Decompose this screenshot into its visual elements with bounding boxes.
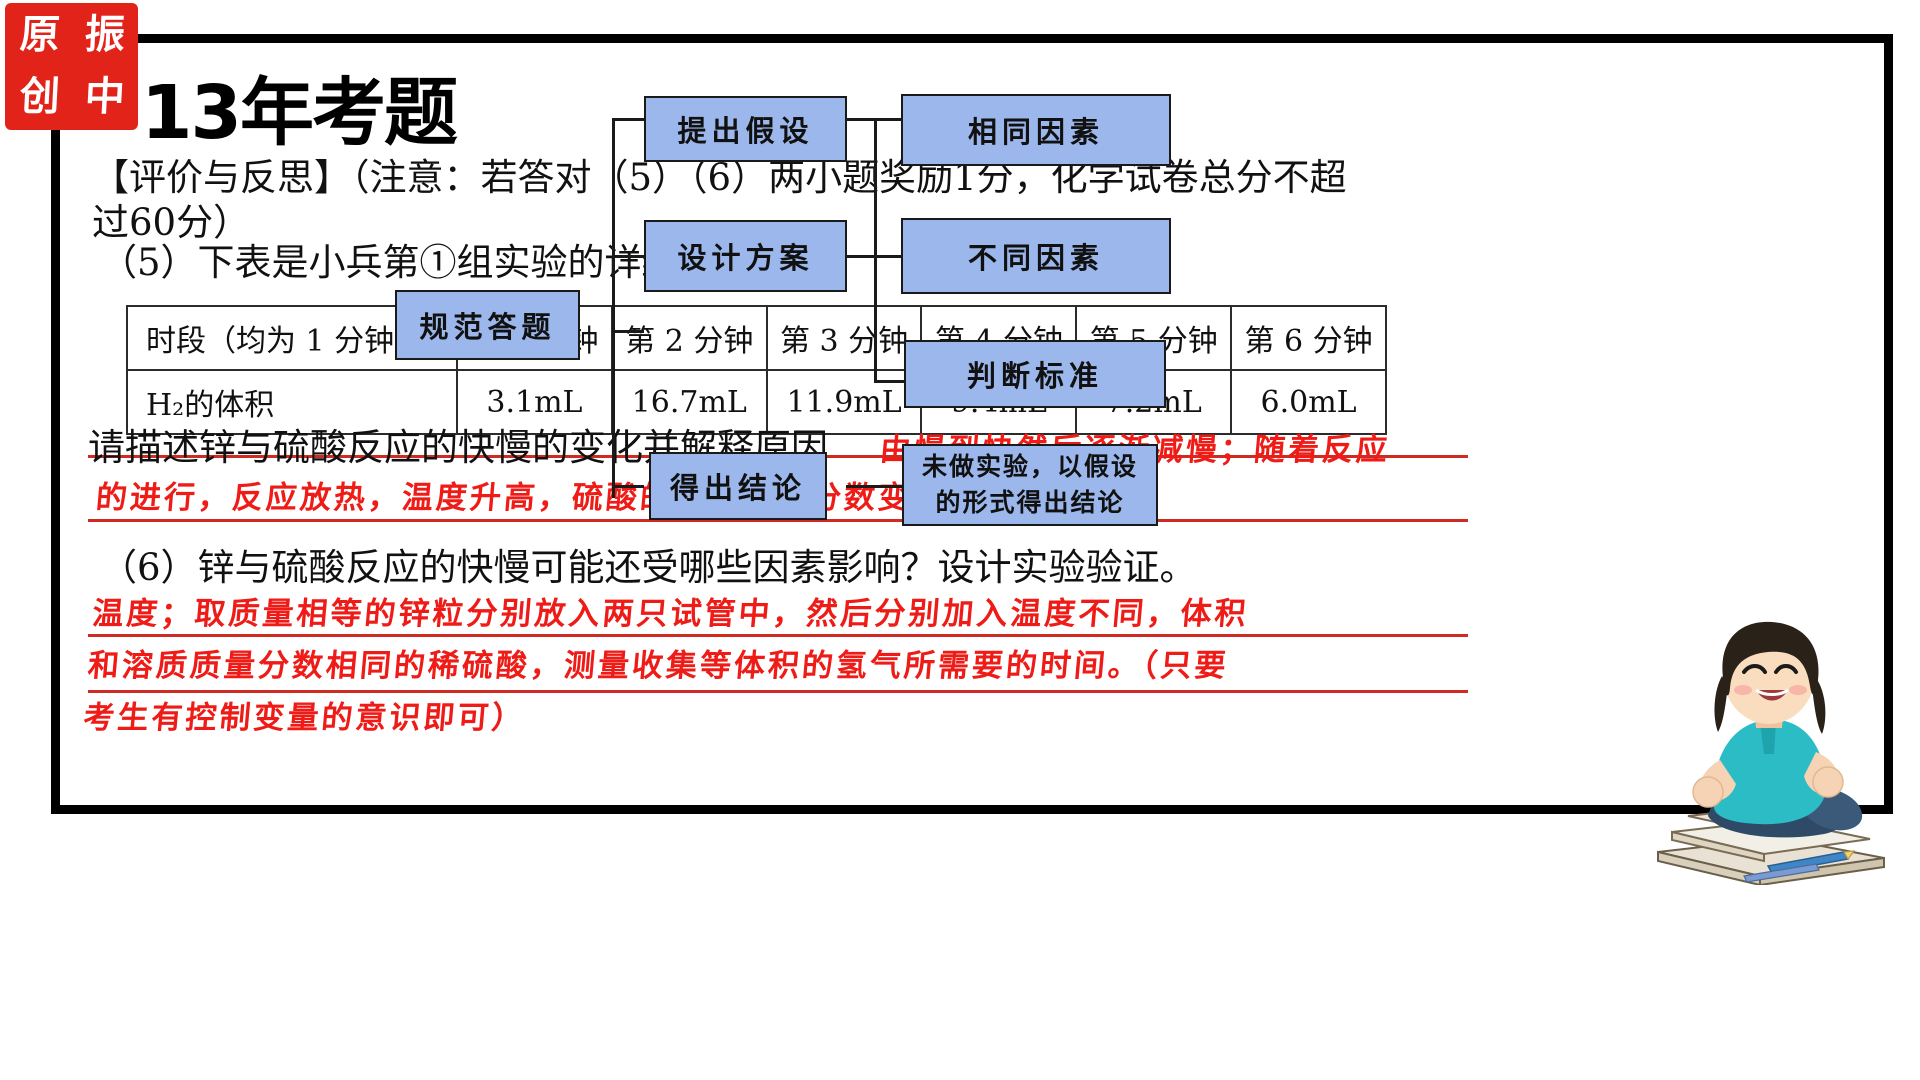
handwritten-answer-6-line-1: 温度；取质量相等的锌粒分别放入两只试管中，然后分别加入温度不同，体积 xyxy=(90,596,1251,632)
flow-box-standard-answering[interactable]: 规范答题 xyxy=(395,290,580,360)
table-data-cell: 3.1mL xyxy=(456,369,613,435)
table-data-cell: 16.7mL xyxy=(610,369,768,435)
answer-rule-line xyxy=(88,634,1468,637)
evaluation-heading-line-2: 过60分） xyxy=(92,201,251,244)
flow-box-no-experiment-note[interactable]: 未做实验，以假设 的形式得出结论 xyxy=(902,444,1158,526)
flow-box-label: 判断标准 xyxy=(966,359,1103,393)
experiment-data-table: 时段（均为 1 分钟） 第 1 分钟 第 2 分钟 第 3 分钟 第 4 分钟 … xyxy=(126,305,1387,435)
pencil-icon xyxy=(1743,850,1856,883)
flow-box-label-line-1: 未做实验，以假设 xyxy=(921,452,1138,481)
flow-box-label: 设计方案 xyxy=(677,241,814,275)
table-data-cell: 6.0mL xyxy=(1230,369,1387,435)
flow-box-label: 得出结论 xyxy=(669,471,806,505)
seal-char-2: 振 xyxy=(83,11,125,58)
flow-box-same-factors[interactable]: 相同因素 xyxy=(901,94,1171,166)
flow-box-design-plan[interactable]: 设计方案 xyxy=(644,220,847,292)
red-seal-stamp: 原 振 创 中 xyxy=(7,5,136,128)
question-6-prompt: （6）锌与硫酸反应的快慢可能还受哪些因素影响？设计实验验证。 xyxy=(100,546,1197,589)
flow-box-draw-conclusion[interactable]: 得出结论 xyxy=(649,452,827,520)
flow-box-different-factors[interactable]: 不同因素 xyxy=(901,218,1171,294)
table-header-cell: 第 3 分钟 xyxy=(765,305,923,371)
connector-h-conclusion xyxy=(612,485,644,488)
connector-h-criteria xyxy=(874,380,906,383)
table-data-cell: 11.9mL xyxy=(765,369,923,435)
connector-h-note xyxy=(846,485,902,488)
answer-rule-line xyxy=(88,690,1468,693)
flow-box-judgement-criteria[interactable]: 判断标准 xyxy=(904,340,1166,408)
student-mascot-illustration xyxy=(1657,621,1885,885)
connector-vertical-branch xyxy=(874,118,877,383)
table-header-cell: 第 2 分钟 xyxy=(610,305,768,371)
connector-h-same xyxy=(846,118,902,121)
flow-box-label-line-2: 的形式得出结论 xyxy=(935,488,1125,517)
handwritten-answer-6-line-2: 和溶质质量分数相同的稀硫酸，测量收集等体积的氢气所需要的时间。（只要 xyxy=(86,648,1231,684)
flow-box-propose-hypothesis[interactable]: 提出假设 xyxy=(644,96,847,162)
connector-h-different xyxy=(846,255,902,258)
seal-char-1: 原 xyxy=(18,11,61,58)
connector-h-design xyxy=(612,255,644,258)
flow-box-label: 提出假设 xyxy=(677,114,814,148)
handwritten-answer-6-line-3: 考生有控制变量的意识即可） xyxy=(81,700,528,736)
table-header-row: 时段（均为 1 分钟） 第 1 分钟 第 2 分钟 第 3 分钟 第 4 分钟 … xyxy=(126,305,1387,371)
flow-box-label: 规范答题 xyxy=(419,310,556,344)
answer-rule-line xyxy=(88,519,1468,522)
handwritten-answer-6: 温度；取质量相等的锌粒分别放入两只试管中，然后分别加入温度不同，体积 和溶质质量… xyxy=(81,588,1435,744)
evaluation-heading: 【评价与反思】（注意：若答对（5）（6）两小题奖励1分，化学试卷总分不超 过60… xyxy=(92,155,1492,245)
connector-h-standard xyxy=(612,330,644,333)
seal-char-3: 创 xyxy=(18,72,61,120)
connector-vertical-main xyxy=(612,118,615,498)
table-row-label: H₂的体积 xyxy=(126,369,458,435)
table-data-row: H₂的体积 3.1mL 16.7mL 11.9mL 9.4mL 7.2mL 6.… xyxy=(126,369,1387,435)
seal-char-4: 中 xyxy=(83,72,125,120)
flow-box-label: 不同因素 xyxy=(967,241,1104,275)
page-title: 13年考题 xyxy=(141,70,458,156)
flow-box-label: 相同因素 xyxy=(967,115,1104,149)
table-header-cell: 第 6 分钟 xyxy=(1230,305,1387,371)
connector-h-hypothesis xyxy=(612,118,644,121)
